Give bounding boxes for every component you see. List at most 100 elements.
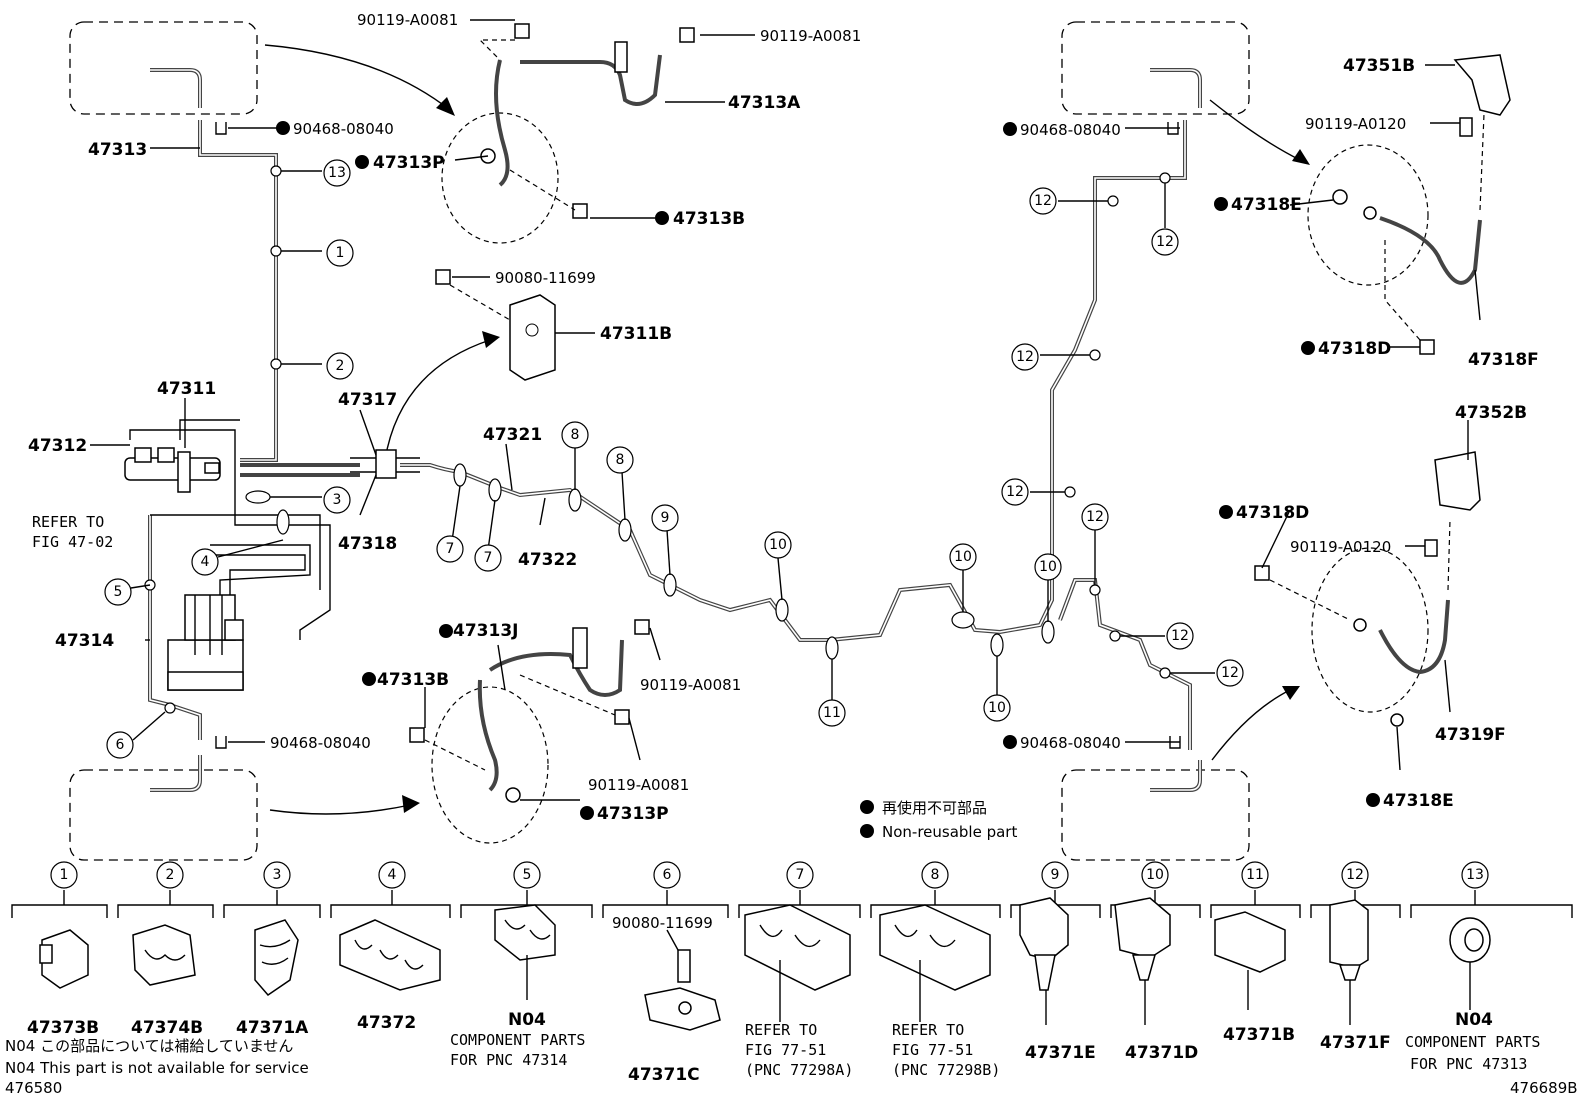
rear-right-caliper-detail — [1311, 547, 1429, 713]
callout-90119-A0120-a: 90119-A0120 — [1305, 115, 1406, 133]
table-part-47371D: 47371D — [1125, 1043, 1198, 1063]
table-part-47374B: 47374B — [131, 1018, 203, 1038]
table-ref-8c: (PNC 77298B) — [892, 1061, 1000, 1079]
bubble-2: 2 — [336, 358, 345, 374]
table-ref-7a: REFER TO — [745, 1021, 817, 1039]
callout-90468-br: 90468-08040 — [1020, 734, 1121, 752]
clamp-illustrations — [39, 897, 1491, 1031]
bubble-10b: 10 — [954, 549, 972, 565]
bubble-7a: 7 — [446, 541, 455, 557]
drawing-code-left: 476580 — [5, 1079, 62, 1097]
footnotes: N04 この部品については補給していません N04 This part is n… — [5, 1037, 1578, 1097]
callout-47318E-bot: 47318E — [1383, 791, 1454, 811]
callout-47317: 47317 — [338, 390, 397, 410]
callout-47313B-top: 47313B — [673, 209, 745, 229]
bubble-8b: 8 — [616, 452, 625, 468]
table-num-5: 5 — [523, 867, 532, 883]
table-note-13a: COMPONENT PARTS — [1405, 1033, 1540, 1051]
callout-90119-b: 90119-A0081 — [760, 27, 861, 45]
leader-lines — [90, 19, 1481, 801]
table-num-2: 2 — [166, 867, 175, 883]
table-part-47371C: 47371C — [628, 1065, 700, 1085]
table-ref-8a: REFER TO — [892, 1021, 964, 1039]
table-part-47371B: 47371B — [1223, 1025, 1295, 1045]
legend-en: Non-reusable part — [882, 823, 1017, 841]
bubble-12d: 12 — [1006, 484, 1024, 500]
table-part-N04-13: N04 — [1455, 1010, 1493, 1030]
front-right-wheel-box — [1061, 21, 1250, 115]
callout-47313A: 47313A — [728, 93, 801, 113]
callout-47321: 47321 — [483, 425, 542, 445]
table-ref-7c: (PNC 77298A) — [745, 1061, 853, 1079]
refer-fig-47-02-line1: REFER TO — [32, 513, 104, 531]
table-part-47373B: 47373B — [27, 1018, 99, 1038]
table-bolt-90080: 90080-11699 — [612, 914, 713, 932]
callout-47313P-top: 47313P — [373, 153, 445, 173]
table-num-4: 4 — [388, 867, 397, 883]
table-num-3: 3 — [273, 867, 282, 883]
table-part-N04-5: N04 — [508, 1010, 546, 1030]
callout-47311: 47311 — [157, 379, 216, 399]
table-note-13b: FOR PNC 47313 — [1410, 1055, 1527, 1073]
callout-90119-A0120-b: 90119-A0120 — [1290, 538, 1391, 556]
table-part-47371F: 47371F — [1320, 1033, 1391, 1053]
bubble-13: 13 — [328, 165, 346, 181]
table-num-13: 13 — [1466, 867, 1484, 883]
drawing-code-right: 476689B — [1510, 1079, 1578, 1097]
bubble-11: 11 — [823, 705, 841, 721]
clamp-table-bubbles — [50, 861, 1489, 889]
callout-90119-a: 90119-A0081 — [357, 11, 458, 29]
table-ref-7b: FIG 77-51 — [745, 1041, 826, 1059]
bubble-10c: 10 — [988, 700, 1006, 716]
callout-90080: 90080-11699 — [495, 269, 596, 287]
callout-90119-d: 90119-A0081 — [588, 776, 689, 794]
table-num-1: 1 — [60, 867, 69, 883]
clamp-table-texts: 47373B 47374B 47371A 47372 N04 COMPONENT… — [27, 914, 1540, 1085]
footnote-en: N04 This part is not available for servi… — [5, 1059, 309, 1077]
table-num-9: 9 — [1051, 867, 1060, 883]
table-num-7: 7 — [796, 867, 805, 883]
callout-47318D-bot: 47318D — [1236, 503, 1309, 523]
bubble-12g: 12 — [1221, 665, 1239, 681]
table-part-47372: 47372 — [357, 1013, 416, 1033]
table-num-10: 10 — [1146, 867, 1164, 883]
bubble-9: 9 — [661, 510, 670, 526]
rear-right-wheel-box — [1061, 769, 1250, 861]
bubble-10d: 10 — [1039, 559, 1057, 575]
three-way-joint — [435, 269, 556, 381]
front-left-wheel-box — [69, 21, 258, 115]
callout-47318D-top: 47318D — [1318, 339, 1391, 359]
front-left-caliper-detail — [441, 112, 559, 244]
callout-47322: 47322 — [518, 550, 577, 570]
bubble-6: 6 — [116, 737, 125, 753]
table-note-5b: FOR PNC 47314 — [450, 1051, 567, 1069]
front-right-caliper-detail — [1307, 144, 1429, 286]
diagram-bubble-numbers: 13 1 2 3 4 5 6 7 7 8 8 9 10 11 10 10 10 … — [114, 165, 1239, 753]
table-part-47371E: 47371E — [1025, 1043, 1096, 1063]
bubble-12f: 12 — [1171, 628, 1189, 644]
table-ref-8b: FIG 77-51 — [892, 1041, 973, 1059]
callouts: 47313 90468-08040 90119-A0081 90119-A008… — [28, 11, 1539, 824]
detail-arrows — [264, 44, 1310, 815]
callout-47318: 47318 — [338, 534, 397, 554]
callout-47313B-bot: 47313B — [377, 670, 449, 690]
bubble-12a: 12 — [1034, 193, 1052, 209]
bubble-12b: 12 — [1156, 234, 1174, 250]
bubble-12e: 12 — [1086, 509, 1104, 525]
refer-fig-47-02-line2: FIG 47-02 — [32, 533, 113, 551]
bubble-3: 3 — [333, 492, 342, 508]
bubble-12c: 12 — [1016, 349, 1034, 365]
table-num-11: 11 — [1246, 867, 1264, 883]
bubble-8a: 8 — [571, 427, 580, 443]
callout-90119-c: 90119-A0081 — [640, 676, 741, 694]
callout-47351B: 47351B — [1343, 56, 1415, 76]
abs-actuator — [167, 594, 244, 691]
callout-47313: 47313 — [88, 140, 147, 160]
table-num-6: 6 — [663, 867, 672, 883]
rear-right-flex-hose — [1254, 451, 1481, 727]
bubble-7b: 7 — [484, 550, 493, 566]
callout-47319F: 47319F — [1435, 725, 1506, 745]
bubble-4: 4 — [201, 554, 210, 570]
master-cylinder — [124, 447, 221, 493]
clip-symbols — [215, 122, 1181, 749]
